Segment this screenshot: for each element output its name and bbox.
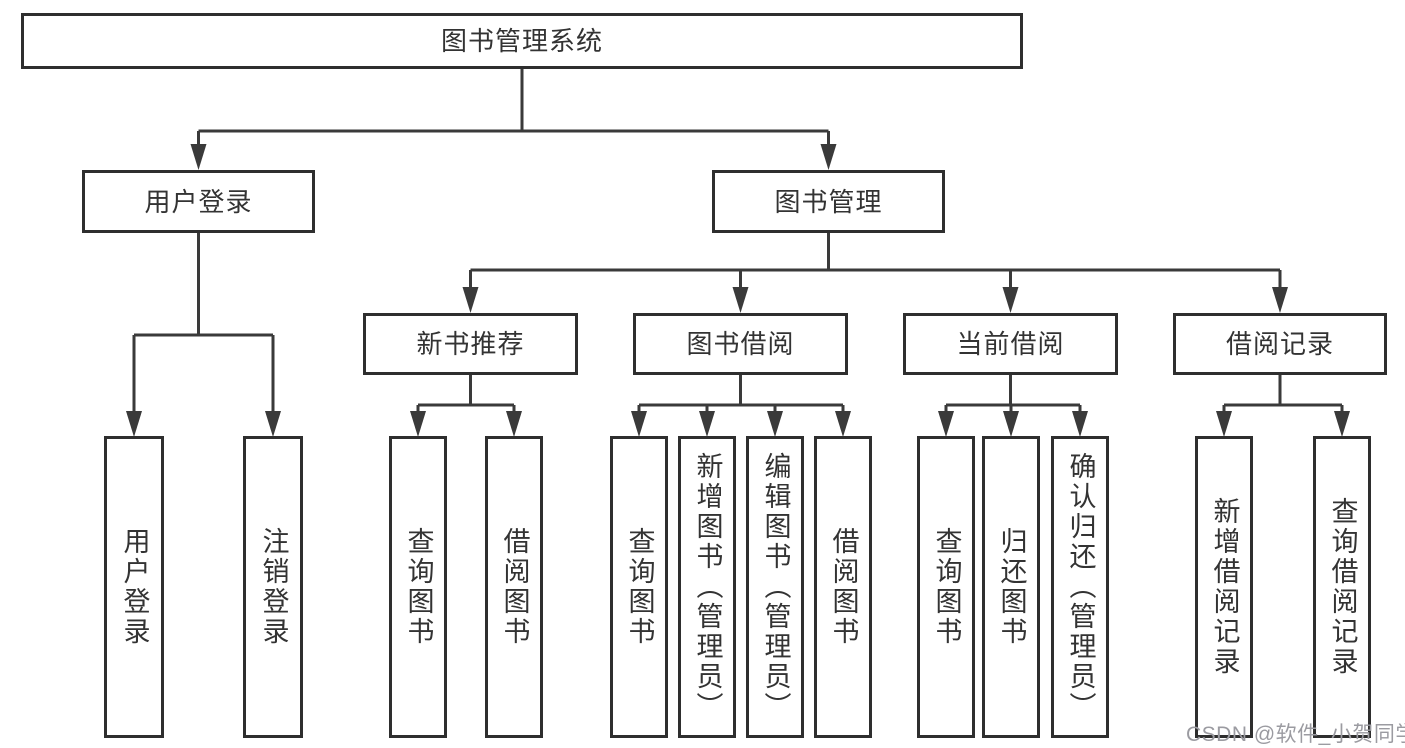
node-library-system: 图书管理系统	[21, 13, 1023, 69]
leaf-query-books-borrow-label: 查询图书	[624, 527, 655, 647]
leaf-query-borrow-record: 查询借阅记录	[1313, 436, 1371, 738]
leaf-return-books-label: 归还图书	[996, 527, 1027, 647]
leaf-edit-books-admin: 编辑图书（管理员）	[746, 436, 804, 738]
node-current-borrowing: 当前借阅	[903, 313, 1118, 375]
leaf-borrow-books-recommend-label: 借阅图书	[499, 527, 530, 647]
leaf-borrow-books-label: 借阅图书	[828, 527, 859, 647]
leaf-return-books: 归还图书	[982, 436, 1040, 738]
leaf-add-books-admin: 新增图书（管理员）	[678, 436, 736, 738]
node-user-login-label: 用户登录	[144, 186, 253, 217]
leaf-query-books-recommend: 查询图书	[389, 436, 447, 738]
node-book-management: 图书管理	[712, 170, 945, 233]
leaf-logout-label: 注销登录	[258, 527, 289, 647]
node-borrowing-records: 借阅记录	[1173, 313, 1387, 375]
node-new-book-recommendation-label: 新书推荐	[416, 329, 525, 359]
node-book-borrowing-label: 图书借阅	[686, 329, 795, 359]
node-book-borrowing: 图书借阅	[633, 313, 848, 375]
leaf-query-books-current-label: 查询图书	[931, 527, 962, 647]
leaf-add-borrow-record-label: 新增借阅记录	[1209, 497, 1240, 677]
node-user-login: 用户登录	[82, 170, 315, 233]
leaf-query-borrow-record-label: 查询借阅记录	[1327, 497, 1358, 677]
watermark: CSDN @软件_小贺同学	[1186, 723, 1405, 746]
node-library-system-label: 图书管理系统	[440, 26, 603, 56]
leaf-edit-books-admin-label: 编辑图书（管理员）	[760, 452, 791, 722]
leaf-user-login: 用户登录	[104, 436, 164, 738]
leaf-query-books-recommend-label: 查询图书	[403, 527, 434, 647]
arrowheads	[126, 144, 1350, 437]
leaf-user-login-label: 用户登录	[119, 527, 150, 647]
leaf-borrow-books-recommend: 借阅图书	[485, 436, 543, 738]
node-new-book-recommendation: 新书推荐	[363, 313, 578, 375]
leaf-confirm-return-admin: 确认归还（管理员）	[1051, 436, 1109, 738]
leaf-borrow-books: 借阅图书	[814, 436, 872, 738]
leaf-add-borrow-record: 新增借阅记录	[1195, 436, 1253, 738]
node-current-borrowing-label: 当前借阅	[956, 329, 1065, 359]
leaf-query-books-borrow: 查询图书	[610, 436, 668, 738]
leaf-confirm-return-admin-label: 确认归还（管理员）	[1065, 452, 1096, 722]
leaf-query-books-current: 查询图书	[917, 436, 975, 738]
node-book-management-label: 图书管理	[774, 186, 883, 217]
node-borrowing-records-label: 借阅记录	[1225, 329, 1334, 359]
leaf-add-books-admin-label: 新增图书（管理员）	[692, 452, 723, 722]
leaf-logout: 注销登录	[243, 436, 303, 738]
